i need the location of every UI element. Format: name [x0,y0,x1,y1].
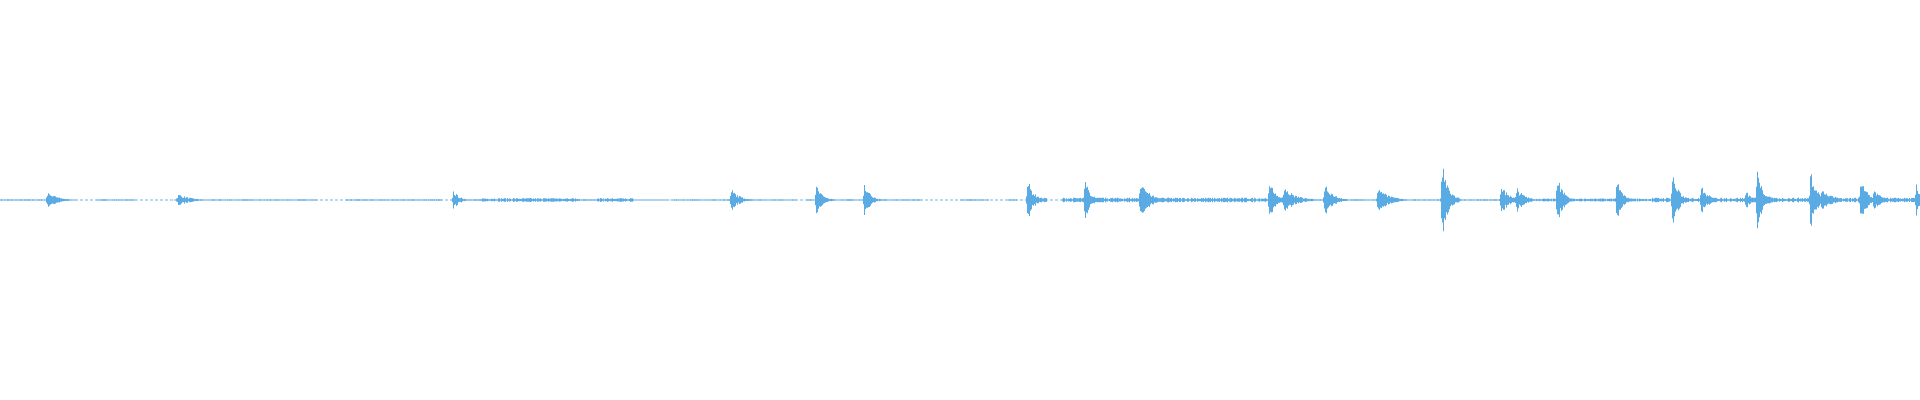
waveform-trace [0,168,1920,232]
